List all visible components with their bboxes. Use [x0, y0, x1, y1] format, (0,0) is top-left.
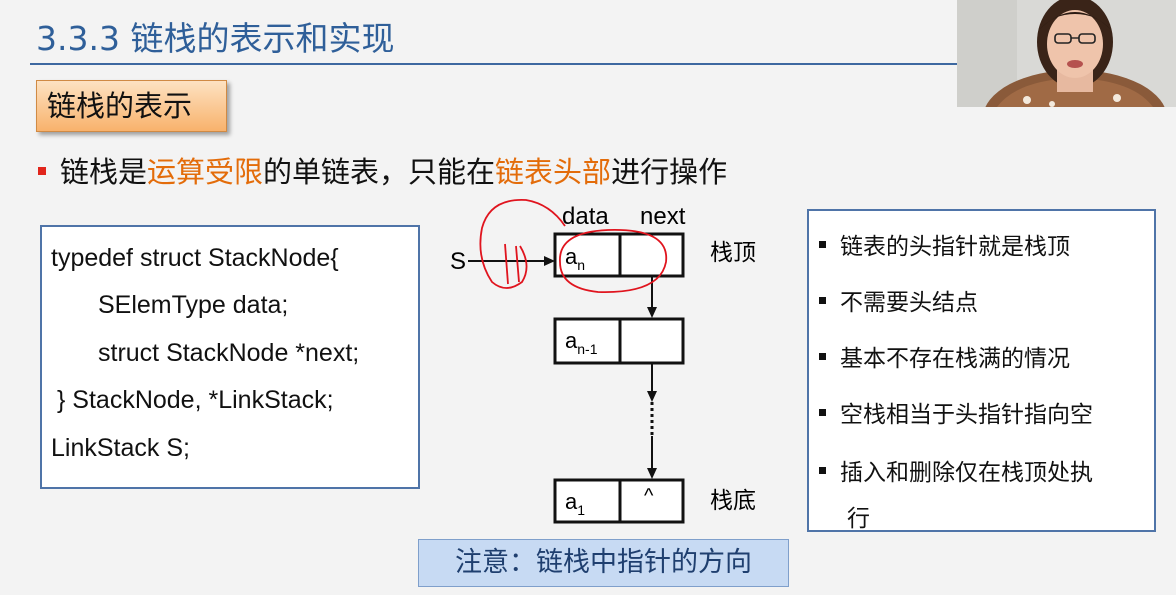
- col-data-label: data: [562, 203, 609, 230]
- code-line: } StackNode, *LinkStack;: [57, 386, 334, 414]
- bullet-highlight-2: 链表头部: [495, 155, 612, 189]
- bullet-square-icon: [819, 409, 826, 416]
- arrow-head-icon: [647, 391, 657, 402]
- note-item: 插入和删除仅在栈顶处执: [819, 453, 1093, 487]
- bullet-text-part2: 的单链表，只能在: [263, 155, 496, 189]
- handwritten-annotation: [479, 199, 668, 293]
- pointer-s-label: S: [450, 248, 466, 275]
- code-line: LinkStack S;: [51, 434, 190, 462]
- bullet-highlight-1: 运算受限: [147, 155, 264, 189]
- linked-stack-diagram: data next S an 栈顶 an-1 a1 ^ 栈底: [450, 199, 756, 524]
- note-item: 链表的头指针就是栈顶: [819, 227, 1070, 261]
- bullet-square-icon: [819, 467, 826, 474]
- notes-panel: 链表的头指针就是栈顶 不需要头结点 基本不存在栈满的情况 空栈相当于头指针指向空…: [807, 209, 1156, 532]
- code-line: typedef struct StackNode{: [51, 244, 339, 272]
- bullet-square-icon: [819, 353, 826, 360]
- section-heading: 链栈的表示: [36, 80, 227, 132]
- stack-node: an: [553, 232, 685, 278]
- node-data: an: [565, 244, 585, 273]
- null-pointer: ^: [644, 485, 654, 507]
- bullet-square-icon: [819, 297, 826, 304]
- note-item-continued: 行: [847, 506, 870, 532]
- bullet-text-part3: 进行操作: [611, 155, 728, 189]
- attention-callout: 注意：链栈中指针的方向: [418, 539, 789, 587]
- presenter-video: [957, 0, 1176, 107]
- stack-top-label: 栈顶: [710, 240, 756, 266]
- presenter-avatar: [957, 0, 1176, 107]
- col-next-label: next: [640, 203, 686, 230]
- slide-title: 3.3.3 链栈的表示和实现: [36, 19, 395, 58]
- main-bullet: 链栈是运算受限的单链表，只能在链表头部进行操作: [38, 152, 727, 192]
- arrow-head-icon: [647, 468, 657, 479]
- stack-node: an-1: [553, 317, 685, 365]
- note-item: 空栈相当于头指针指向空: [819, 395, 1093, 429]
- stack-node: a1 ^: [553, 478, 685, 524]
- code-block: typedef struct StackNode{ SElemType data…: [40, 225, 420, 489]
- code-line: struct StackNode *next;: [98, 339, 360, 367]
- bullet-square-icon: [38, 167, 46, 175]
- title-underline: [30, 63, 960, 65]
- node-data: an-1: [565, 328, 598, 357]
- arrow-head-icon: [647, 307, 657, 318]
- node-data: a1: [565, 489, 585, 518]
- code-line: SElemType data;: [98, 291, 289, 319]
- stack-bottom-label: 栈底: [710, 488, 756, 514]
- arrow-head-icon: [544, 256, 555, 266]
- note-item: 基本不存在栈满的情况: [819, 339, 1070, 373]
- bullet-square-icon: [819, 241, 826, 248]
- bullet-text-part1: 链栈是: [60, 155, 148, 189]
- note-item: 不需要头结点: [819, 283, 978, 317]
